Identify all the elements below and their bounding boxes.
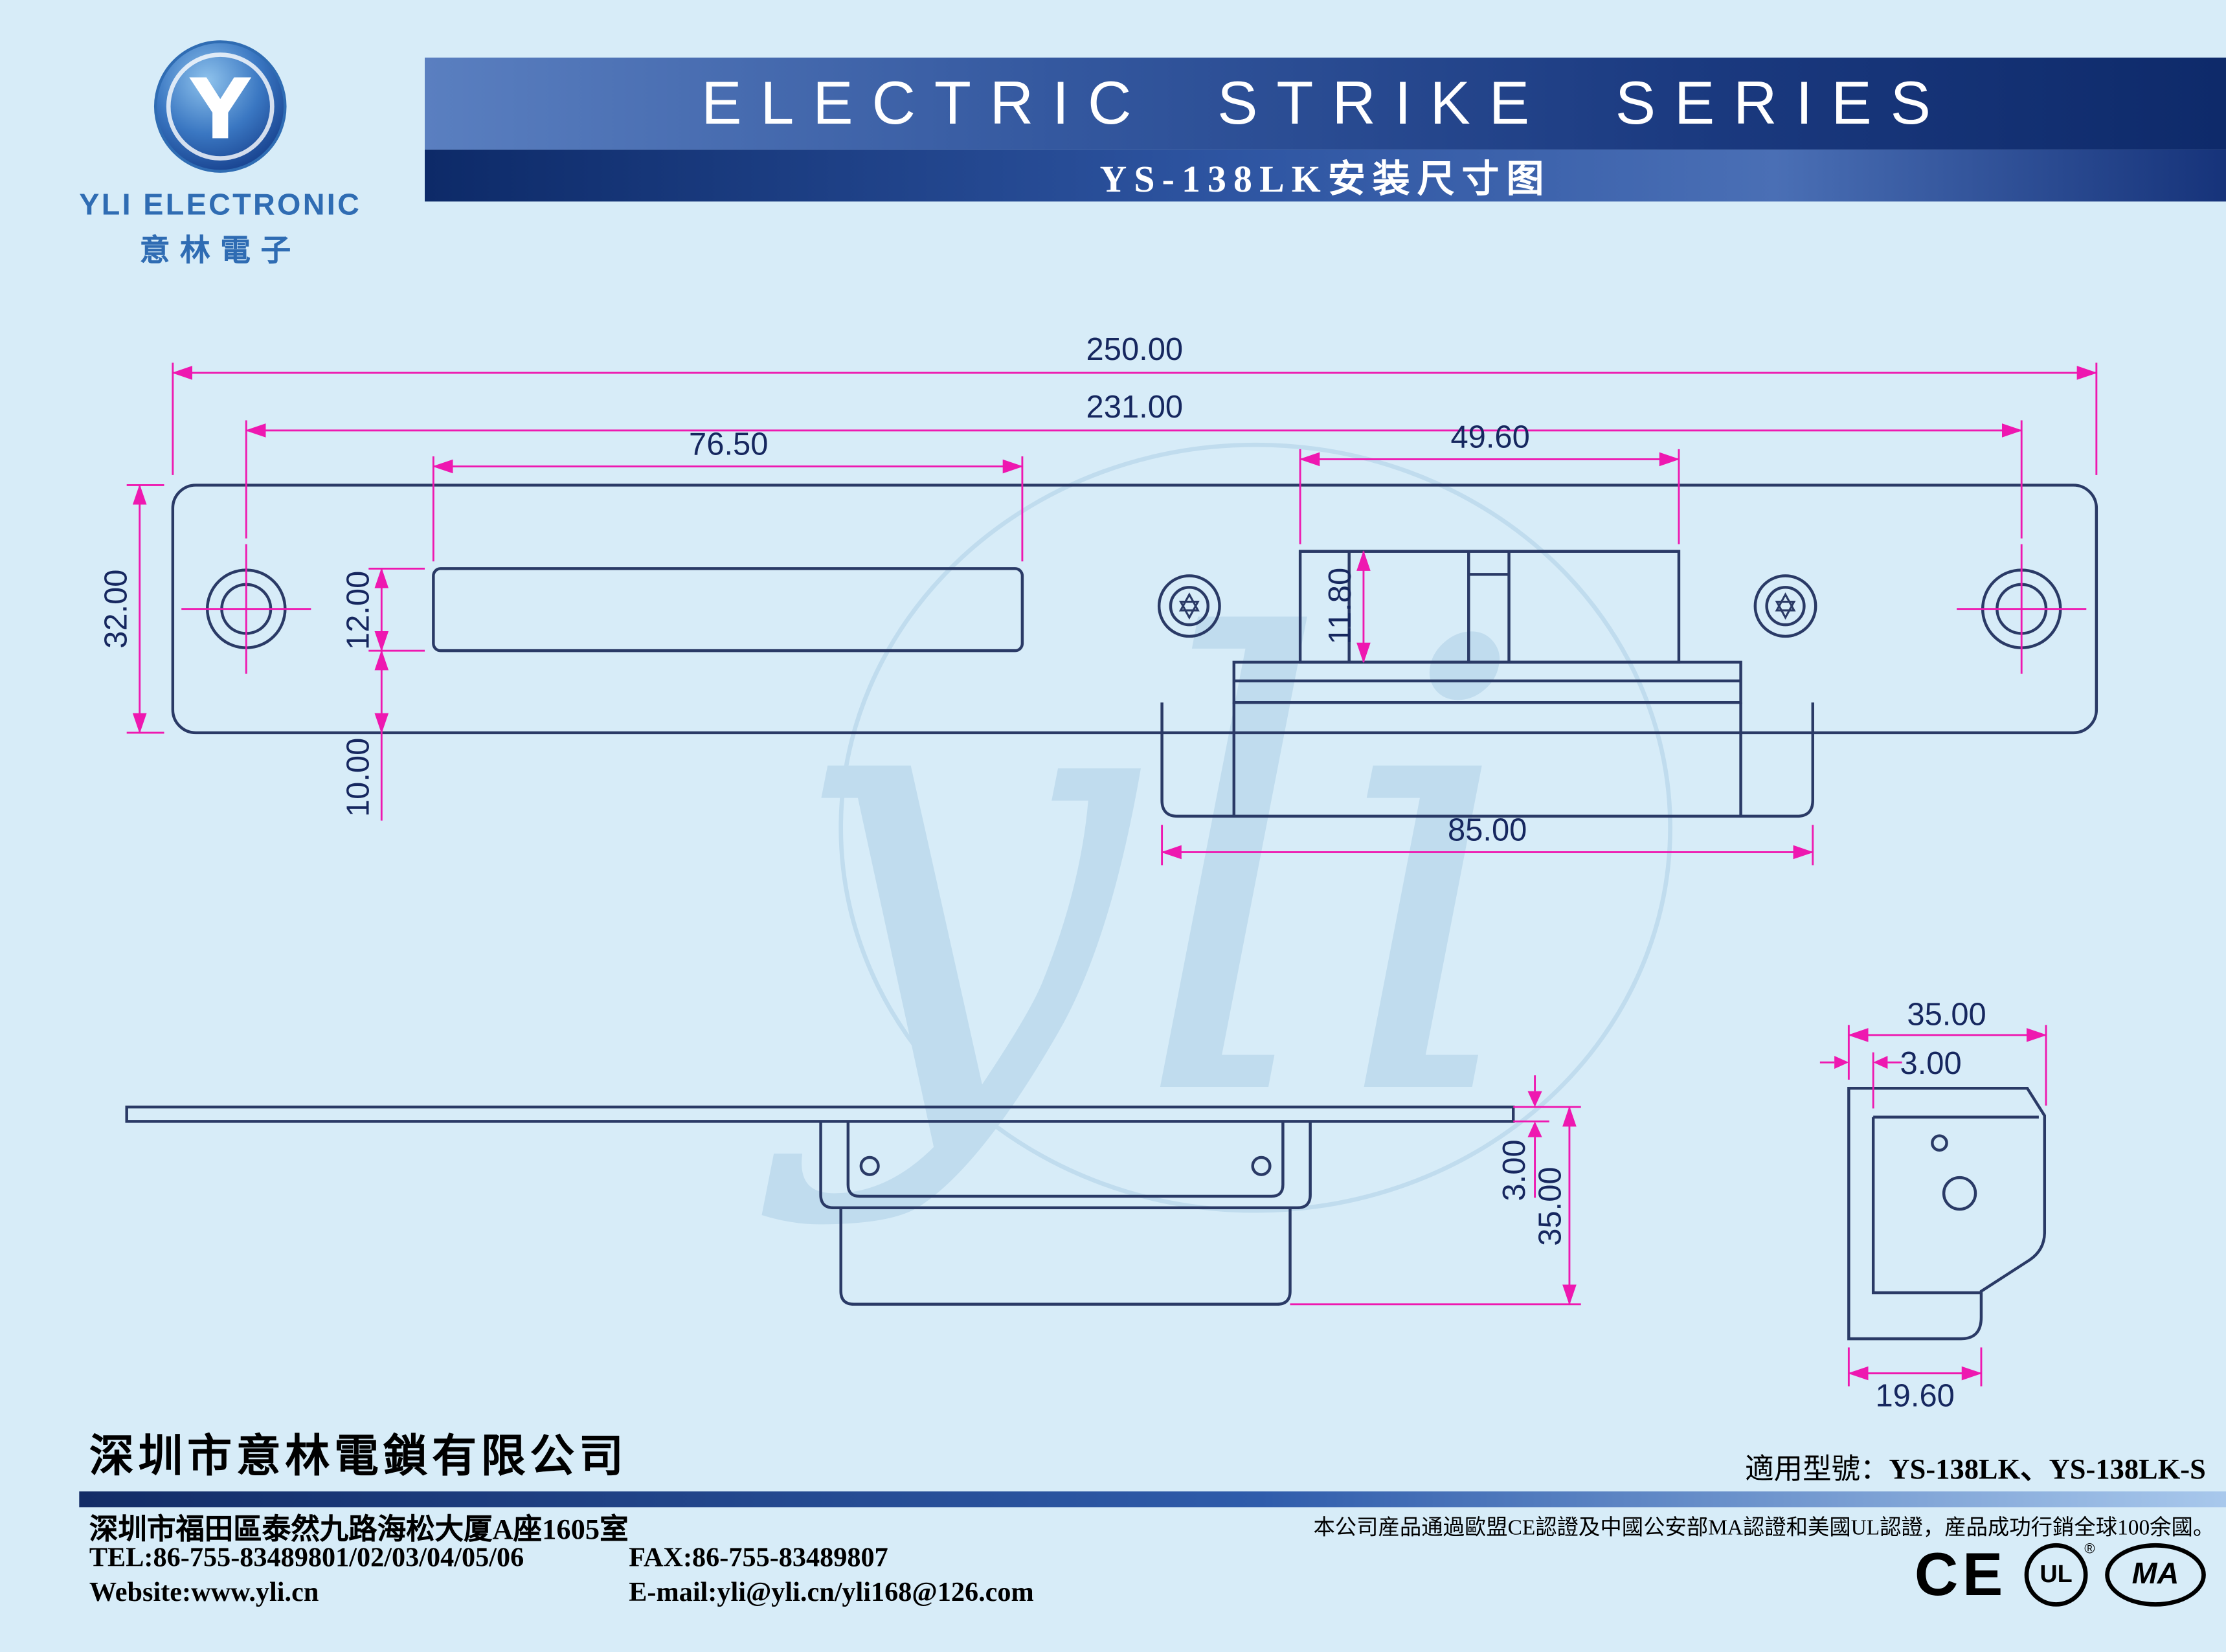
footer-website: Website:www.yli.cn (89, 1578, 319, 1608)
ul-registered-symbol: ® (2084, 1541, 2095, 1558)
models-value: YS-138LK、YS-138LK-S (1889, 1454, 2206, 1486)
model-subtitle: YS-138LK安装尺寸图 (1099, 157, 1551, 199)
certification-logos: CE UL ® MA (1915, 1540, 2206, 1609)
watermark-text: yli (756, 512, 1531, 1233)
dim-keeper-height: 11.80 (1323, 568, 1358, 645)
dim-slot-offset: 10.00 (341, 738, 376, 817)
footer-fax: FAX:86-755-83489807 (629, 1543, 888, 1574)
end-view (1847, 1086, 2047, 1341)
footer-web-email-row: Website:www.yli.cn E-mail:yli@yli.cn/yli… (89, 1578, 1385, 1609)
ce-mark-icon: CE (1914, 1540, 2007, 1608)
company-logo-block: Y YLI ELECTRONIC 意林電子 (55, 38, 386, 271)
dim-side-height: 35.00 (1533, 1166, 1568, 1245)
center-marks (181, 544, 2087, 674)
footer-divider-bar (79, 1491, 2226, 1508)
dimension-lines (126, 363, 2098, 1387)
yli-logo-icon: Y (153, 40, 287, 173)
dim-end-width: 35.00 (1907, 997, 1986, 1032)
footer-email: E-mail:yli@yli.cn/yli168@126.com (629, 1578, 1034, 1608)
ul-mark-icon: UL ® (2024, 1542, 2095, 1607)
logo-letter: Y (189, 61, 252, 158)
dim-hole-span: 231.00 (1086, 390, 1184, 425)
logo-company-cn: 意林電子 (139, 234, 301, 268)
certification-note: 本公司産品通過歐盟CE認證及中國公安部MA認證和美國UL認證，産品成功行銷全球1… (1313, 1517, 2215, 1541)
logo-company-en: YLI ELECTRONIC (79, 188, 362, 222)
dim-total-width: 250.00 (1086, 332, 1184, 367)
banner-sub-strip: YS-138LK安装尺寸图 (425, 150, 2226, 202)
side-view (125, 1105, 1515, 1306)
ma-mark-text: MA (2131, 1557, 2179, 1591)
footer-tel: TEL:86-755-83489801/02/03/04/05/06 (89, 1543, 524, 1574)
front-view (171, 484, 2098, 818)
models-label: 適用型號： (1745, 1454, 1889, 1486)
footer-tel-fax-row: TEL:86-755-83489801/02/03/04/05/06 FAX:8… (89, 1543, 1385, 1575)
banner-top-strip: ELECTRIC STRIKE SERIES (425, 57, 2226, 150)
applicable-models: 適用型號：YS-138LK、YS-138LK-S (1745, 1446, 2206, 1487)
watermark: yli (756, 442, 1672, 1233)
dim-end-thickness: 3.00 (1900, 1046, 1962, 1081)
dim-end-foot-width: 19.60 (1875, 1379, 1954, 1414)
series-title: ELECTRIC STRIKE SERIES (701, 69, 1950, 137)
ma-mark-icon: MA (2105, 1543, 2206, 1607)
dim-slot-width: 76.50 (689, 427, 768, 462)
dim-keeper-width: 49.60 (1450, 420, 1529, 455)
title-banner: ELECTRIC STRIKE SERIES YS-138LK安装尺寸图 (425, 57, 2226, 202)
dim-body-width: 85.00 (1448, 813, 1527, 848)
dim-plate-height: 32.00 (99, 569, 134, 648)
dim-side-thickness: 3.00 (1497, 1139, 1532, 1201)
footer-company-name: 深圳市意林電鎖有限公司 (89, 1431, 628, 1482)
ul-mark-text: UL (2040, 1560, 2073, 1588)
footer-address: 深圳市福田區泰然九路海松大厦A座1605室 (89, 1514, 629, 1546)
dim-slot-height: 12.00 (341, 571, 376, 650)
